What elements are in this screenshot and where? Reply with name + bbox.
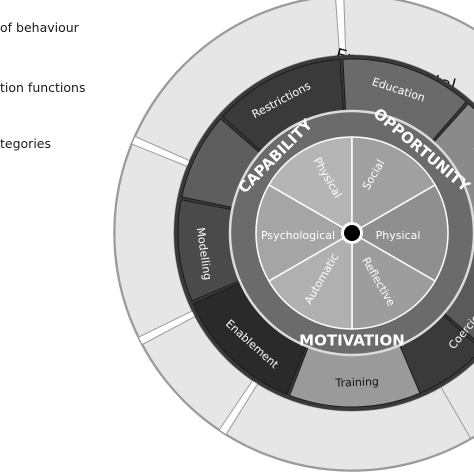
source-label-motivation: MOTIVATION: [299, 332, 405, 350]
legend-item-categories: tegories: [0, 136, 51, 151]
legend-item-intervention-functions: tion functions: [0, 80, 86, 95]
core-sector-0-physical: [267, 136, 353, 235]
hub: [341, 222, 363, 244]
legend-item-behaviour: of behaviour: [0, 20, 79, 35]
core-label-5-psychological: Psychological: [261, 229, 335, 242]
core-sector-4-automatic: [267, 231, 353, 330]
core-sector-1-social: [351, 136, 437, 235]
hub-dot: [344, 225, 360, 241]
policy-segment-regulation: [142, 315, 254, 431]
core-label-2-physical: Physical: [376, 229, 421, 242]
core-sector-3-reflective: [351, 231, 437, 330]
core-sector-5-psychological: [255, 183, 354, 283]
intervention-label-training: Training: [334, 375, 379, 390]
core-sector-2-physical: [350, 183, 449, 283]
